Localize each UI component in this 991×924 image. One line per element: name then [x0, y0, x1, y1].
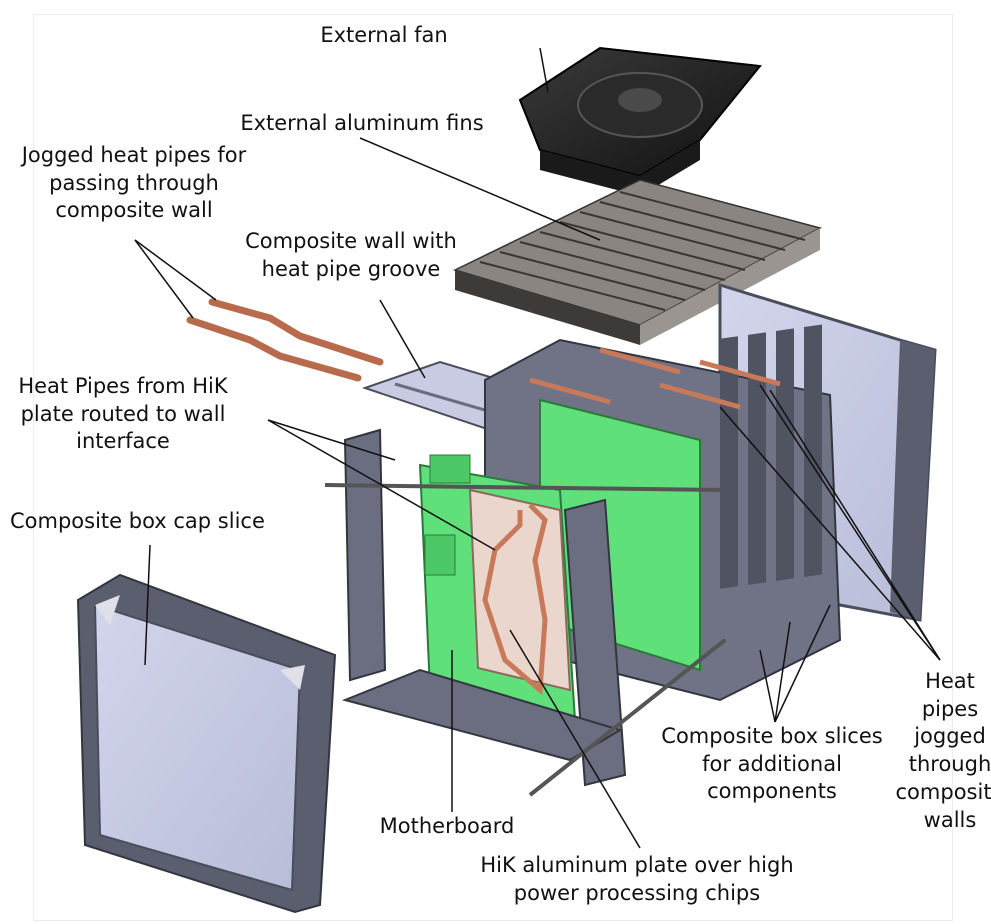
- label-jogged-heat-pipes: Jogged heat pipes for passing through co…: [21, 143, 247, 223]
- leader-box-slices-b: [774, 621, 791, 723]
- leader-external-fins: [359, 137, 601, 241]
- label-motherboard: Motherboard: [379, 814, 515, 838]
- leader-heat-pipes-jogged-b: [719, 406, 941, 661]
- hik-plate-shape: [468, 488, 572, 696]
- leader-hik-plate: [509, 629, 641, 849]
- leader-external-fan: [539, 47, 549, 93]
- leader-heat-pipes-hik-a: [267, 419, 396, 461]
- leader-heat-pipes-jogged-c: [759, 384, 941, 661]
- label-box-cap-slice: Composite box cap slice: [10, 509, 265, 533]
- box-cap-slice-shape: [76, 573, 337, 914]
- leader-heat-pipes-jogged-a: [769, 389, 941, 661]
- label-hik-plate: HiK aluminum plate over high power proce…: [480, 853, 794, 905]
- leader-box-slices-a: [759, 649, 776, 723]
- label-composite-wall-groove: Composite wall with heat pipe groove: [245, 229, 457, 281]
- front-frame-shape: [324, 428, 727, 797]
- jogged-heat-pipes-shape: [186, 298, 384, 382]
- label-heat-pipes-jogged: Heat pipes jogged through composite wall…: [895, 669, 991, 832]
- label-box-slices: Composite box slices for additional comp…: [661, 724, 883, 804]
- label-external-fan: External fan: [320, 23, 448, 47]
- leader-box-slices-c: [774, 604, 831, 723]
- label-heat-pipes-hik: Heat Pipes from HiK plate routed to wall…: [18, 374, 228, 454]
- leader-composite-wall: [379, 299, 426, 379]
- external-fan-shape: [518, 46, 762, 196]
- leader-box-cap-slice: [144, 544, 151, 666]
- leader-heat-pipes-hik-b: [267, 419, 496, 551]
- leader-jogged-pipes-b: [134, 239, 217, 301]
- label-external-fins: External aluminum fins: [240, 111, 484, 135]
- leader-jogged-pipes-a: [134, 239, 194, 319]
